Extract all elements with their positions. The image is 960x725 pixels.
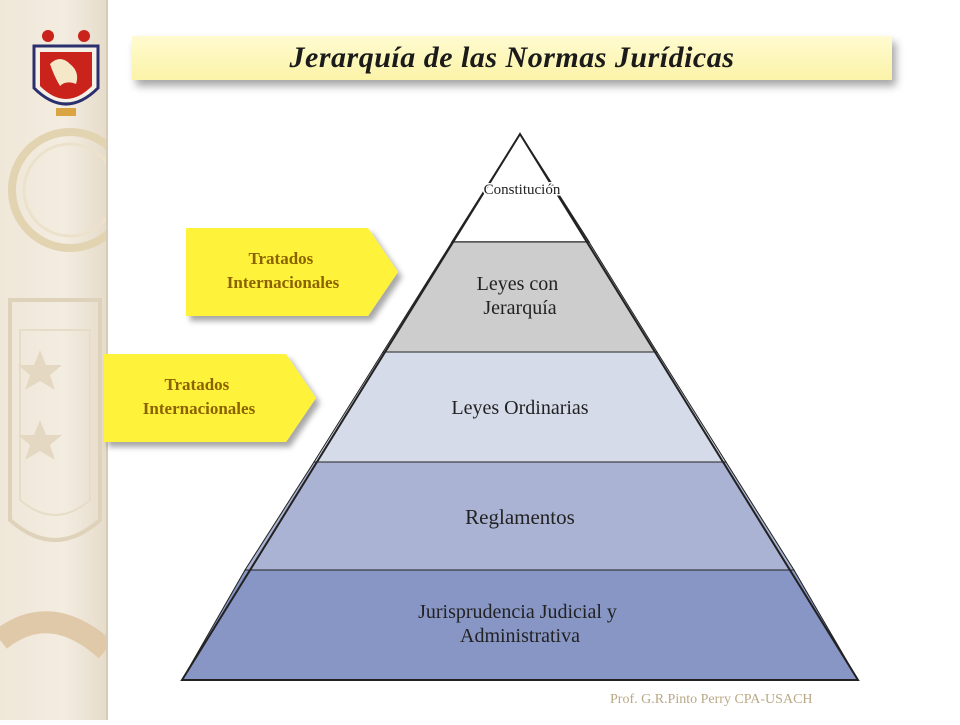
callout-label-tratados-2: Tratados Internacionales xyxy=(143,375,256,418)
level-label-leyes-ordinarias: Leyes Ordinarias xyxy=(451,397,588,419)
callout-arrow-tratados-1 xyxy=(186,228,398,316)
level-label-leyes-jerarquia: Leyes con Jerarquía xyxy=(477,273,564,319)
level-label-constitucion: Constitución xyxy=(484,182,561,198)
page-title: Jerarquía de las Normas Jurídicas xyxy=(289,41,735,74)
footer-credit: Prof. G.R.Pinto Perry CPA-USACH xyxy=(610,692,813,707)
university-seal-icon xyxy=(32,30,100,116)
level-label-jurisprudencia: Jurisprudencia Judicial y Administrativa xyxy=(418,601,622,647)
pyramid-outline xyxy=(180,132,860,681)
callout-arrow-tratados-2 xyxy=(104,354,316,442)
title-banner: Jerarquía de las Normas Jurídicas xyxy=(132,36,892,80)
level-label-reglamentos: Reglamentos xyxy=(465,505,575,529)
callout-label-tratados-1: Tratados Internacionales xyxy=(227,249,340,292)
